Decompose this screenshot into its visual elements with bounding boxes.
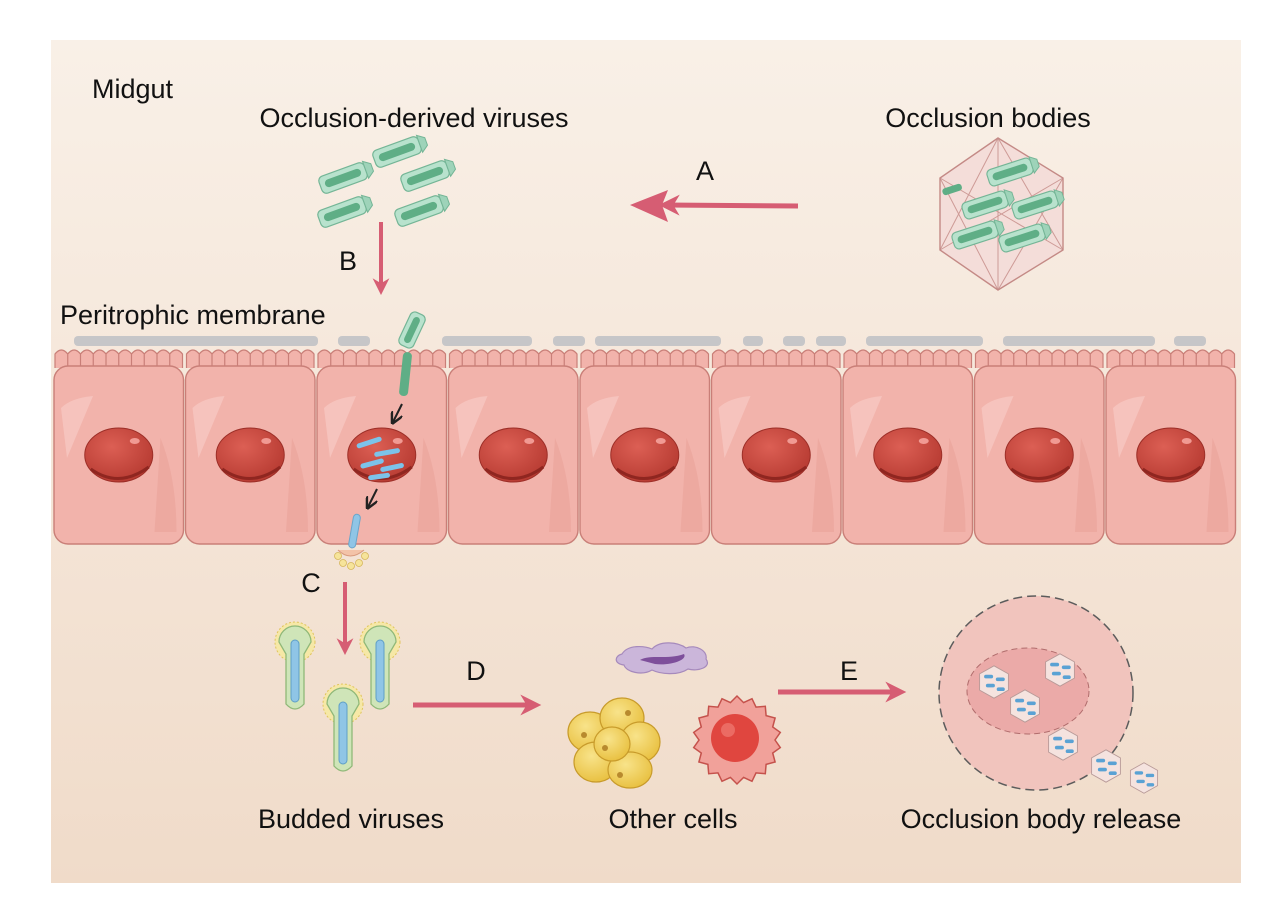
step-e-label: E [840,656,858,686]
entry-arrow [393,403,403,422]
other-cells-label: Other cells [608,804,737,834]
peritrophic-membrane [74,336,1206,346]
nucleus [84,427,154,483]
epithelial-cell [53,349,185,545]
budded-viruses-group [274,621,401,772]
budded-virion [322,683,364,772]
nucleus [741,427,811,483]
epithelial-cell [184,349,316,545]
nucleus [215,427,285,483]
infected-cell-release [938,595,1159,794]
epithelial-cell [447,349,579,545]
nucleus [1004,427,1074,483]
epithelial-cell [316,349,448,545]
exit-arrow [368,488,378,507]
epithelial-cell [710,349,842,545]
hemocyte-cell [692,694,782,786]
step-c-label: C [301,568,321,598]
nucleocapsids-in-nucleus [356,436,404,481]
budded-virion [274,621,316,710]
fat-body-cells [567,697,661,789]
nucleus [1136,427,1206,483]
budding-site [334,513,369,570]
odv-label: Occlusion-derived viruses [259,103,568,133]
occlusion-body-release-label: Occlusion body release [901,804,1182,834]
budded-viruses-label: Budded viruses [258,804,444,834]
nucleus [610,427,680,483]
step-a-label: A [696,156,714,186]
purple-cell [615,642,708,675]
nucleus [873,427,943,483]
epithelial-cell [579,349,711,545]
occlusion-bodies-label: Occlusion bodies [885,103,1091,133]
peritrophic-membrane-label: Peritrophic membrane [60,300,326,330]
step-b-label: B [339,246,357,276]
epithelial-cell [1105,349,1237,545]
odv-entering-cell [398,311,426,397]
midgut-epithelium [53,349,1237,545]
step-d-label: D [466,656,486,686]
epithelial-cell [973,349,1105,545]
midgut-label: Midgut [92,74,174,104]
arrow-a [658,194,799,216]
arrow-a-head [630,190,668,222]
budded-virion [359,621,401,710]
nucleus [478,427,548,483]
occlusion-body-polyhedron [939,137,1067,291]
epithelial-cell [842,349,974,545]
